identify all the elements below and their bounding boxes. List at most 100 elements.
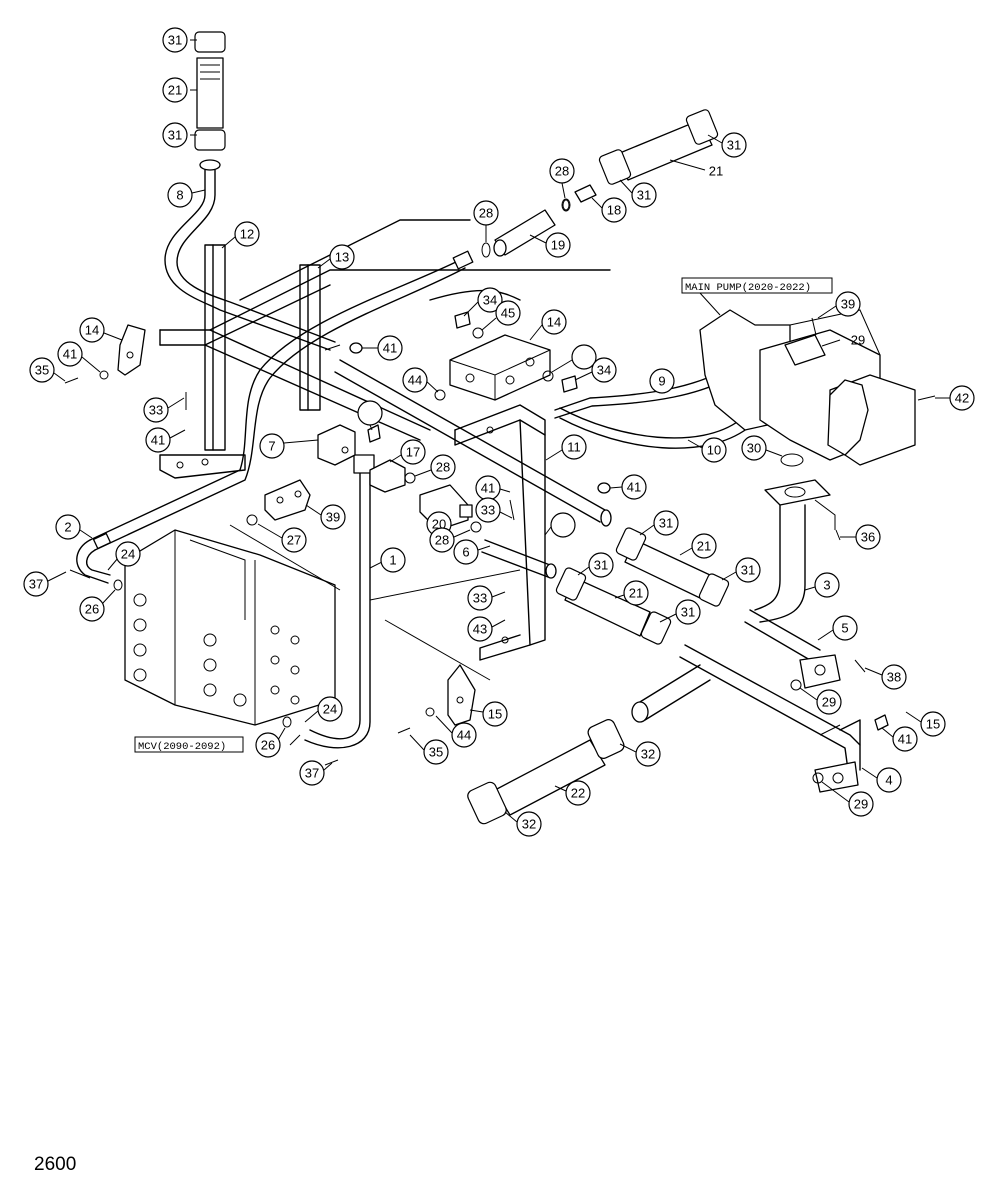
callout: 41 <box>57 341 101 373</box>
svg-text:28: 28 <box>436 460 450 475</box>
callout: 41 <box>881 726 918 752</box>
callout: 27 <box>257 523 307 553</box>
svg-text:28: 28 <box>479 206 493 221</box>
callout <box>544 512 576 538</box>
large-hose-segment <box>631 664 711 723</box>
svg-text:44: 44 <box>408 373 422 388</box>
callout: 10 <box>687 437 727 463</box>
svg-text:44: 44 <box>457 728 471 743</box>
pipe-3 <box>754 479 831 623</box>
callout: 28 <box>429 527 471 553</box>
svg-text:28: 28 <box>555 164 569 179</box>
callout: 21 <box>669 159 723 179</box>
callout: 33 <box>475 497 513 523</box>
svg-text:3: 3 <box>823 578 830 593</box>
svg-text:38: 38 <box>887 670 901 685</box>
page-number: 2600 <box>34 1154 77 1175</box>
assembly-leaders <box>229 344 841 746</box>
callout: 35 <box>29 357 66 383</box>
svg-text:14: 14 <box>547 315 561 330</box>
clamp-15-left <box>117 324 146 376</box>
callout: 21 <box>162 77 197 103</box>
callout: 8 <box>167 182 206 208</box>
callout: 41 <box>609 474 647 500</box>
callout: 21 <box>614 580 649 606</box>
svg-text:37: 37 <box>305 766 319 781</box>
callout: 9 <box>649 368 675 394</box>
svg-text:41: 41 <box>627 480 641 495</box>
callout: 5 <box>817 615 858 641</box>
svg-text:26: 26 <box>85 602 99 617</box>
svg-text:17: 17 <box>406 445 420 460</box>
callout: 33 <box>143 397 185 423</box>
callout: 12 <box>221 221 260 249</box>
callout: 15 <box>905 711 946 737</box>
svg-text:45: 45 <box>501 306 515 321</box>
callout: 15 <box>469 701 508 727</box>
svg-text:18: 18 <box>607 203 621 218</box>
bolts-and-orings <box>64 198 936 784</box>
pipe-long <box>334 359 612 527</box>
svg-text:6: 6 <box>462 545 469 560</box>
svg-text:33: 33 <box>481 503 495 518</box>
callout: 30 <box>741 435 783 461</box>
callout: 44 <box>435 715 477 748</box>
svg-text:15: 15 <box>488 707 502 722</box>
svg-text:34: 34 <box>597 363 611 378</box>
flange-39 <box>264 479 311 521</box>
callout: 29 <box>799 687 842 715</box>
callout: 22 <box>554 780 591 806</box>
adapter-18 <box>562 184 597 211</box>
hose-21-low <box>555 567 672 645</box>
callout: 31 <box>619 179 657 208</box>
callout: 28 <box>473 200 499 242</box>
svg-text:4: 4 <box>885 773 892 788</box>
svg-text:21: 21 <box>168 83 182 98</box>
svg-text:22: 22 <box>571 786 585 801</box>
main-pump-label: MAIN PUMP(2020-2022) <box>681 277 833 316</box>
main-pump-label-text: MAIN PUMP(2020-2022) <box>685 282 811 294</box>
callout <box>357 400 383 431</box>
callout: 33 <box>467 585 506 611</box>
hose-1 <box>304 454 375 749</box>
callout: 41 <box>145 427 186 453</box>
sleeve-19 <box>493 209 556 257</box>
callout: 7 <box>259 433 319 459</box>
callout <box>551 344 597 373</box>
callout: 18 <box>591 197 627 223</box>
svg-text:21: 21 <box>709 164 723 179</box>
svg-text:41: 41 <box>481 481 495 496</box>
svg-text:31: 31 <box>637 188 651 203</box>
callout: 37 <box>23 571 67 597</box>
hose-21-mid <box>615 527 730 607</box>
callout: 14 <box>529 309 567 341</box>
mcv-label: MCV(2090-2092) <box>134 736 244 753</box>
clamp-15-lower <box>447 664 476 726</box>
svg-text:42: 42 <box>955 391 969 406</box>
pipe-8 <box>164 159 336 351</box>
svg-text:41: 41 <box>63 347 77 362</box>
callout: 42 <box>935 385 975 411</box>
svg-text:11: 11 <box>567 440 581 455</box>
pipe-2 <box>76 250 474 584</box>
pipe-6 <box>481 539 557 579</box>
svg-text:31: 31 <box>659 516 673 531</box>
svg-text:8: 8 <box>176 188 183 203</box>
callout: 31 <box>707 132 747 158</box>
svg-text:31: 31 <box>727 138 741 153</box>
callout: 34 <box>574 357 617 383</box>
callout: 19 <box>529 232 571 258</box>
callout: 3 <box>804 572 840 598</box>
svg-text:9: 9 <box>658 374 665 389</box>
callout: 34 <box>463 287 503 317</box>
svg-text:31: 31 <box>594 558 608 573</box>
hose-10 <box>559 349 799 449</box>
svg-text:28: 28 <box>435 533 449 548</box>
svg-text:12: 12 <box>240 227 254 242</box>
svg-text:32: 32 <box>641 747 655 762</box>
svg-text:39: 39 <box>326 510 340 525</box>
callout: 21 <box>679 533 717 559</box>
callout: 29 <box>821 333 865 348</box>
svg-text:27: 27 <box>287 533 301 548</box>
